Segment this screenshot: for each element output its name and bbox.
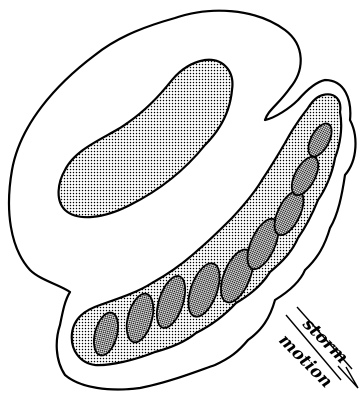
storm-motion-arrow: storm motion (274, 307, 358, 392)
